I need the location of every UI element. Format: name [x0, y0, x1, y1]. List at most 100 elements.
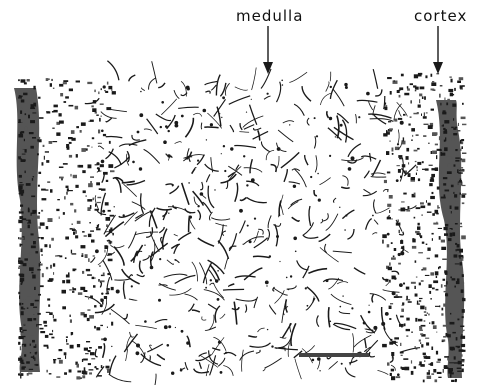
medulla-fiber [338, 310, 351, 315]
medulla-fiber [163, 273, 188, 278]
medulla-fiber [234, 144, 257, 149]
cortex-speck [30, 303, 34, 306]
medulla-fiber [146, 118, 159, 135]
cortex-speck [431, 346, 434, 350]
cortex-speck [75, 184, 79, 188]
medulla-fiber [372, 68, 379, 89]
medulla-fiber [205, 90, 211, 94]
medulla-fiber [375, 89, 383, 97]
medulla-dot [163, 325, 168, 330]
cortex-speck [405, 156, 409, 160]
cortex-speck [421, 241, 425, 244]
cortex-speck [87, 274, 92, 276]
cortex-speck [69, 314, 71, 317]
cortex-speck [27, 207, 30, 210]
cortex-speck [388, 195, 393, 199]
cortex-speck [38, 293, 41, 296]
cortex-speck [419, 361, 422, 365]
cortex-speck [68, 88, 73, 92]
cortex-speck [451, 171, 456, 176]
medulla-dot [396, 143, 400, 146]
cortex-speck [430, 108, 434, 111]
medulla-fiber [96, 209, 107, 216]
cortex-speck [48, 304, 51, 307]
cortex-speck [68, 104, 74, 107]
cortex-speck [426, 375, 432, 379]
cortex-speck [460, 325, 465, 327]
cortex-speck [19, 243, 21, 247]
cortex-speck [416, 169, 418, 171]
medulla-dot [395, 179, 399, 183]
medulla-fiber [204, 80, 218, 86]
cortex-speck [424, 96, 426, 100]
cortex-speck [416, 231, 420, 235]
cortex-speck [454, 223, 458, 225]
cortex-speck [433, 280, 439, 284]
cortex-speck [428, 369, 430, 373]
cortex-speck [72, 174, 77, 179]
cortex-speck [30, 107, 36, 110]
cortex-speck [22, 263, 27, 267]
cortex-speck [25, 183, 31, 186]
cortex-speck [431, 168, 436, 171]
cortex-speck [460, 222, 462, 225]
cortex-speck [47, 298, 51, 301]
cortex-speck [461, 235, 466, 240]
cortex-speck [394, 118, 398, 122]
cortex-speck [100, 365, 103, 368]
cortex-speck [70, 202, 74, 206]
cortex-speck [419, 326, 423, 330]
cortex-speck [391, 218, 393, 220]
medulla-fiber [106, 60, 120, 81]
cortex-speck [455, 249, 457, 252]
medulla-fiber [353, 267, 366, 275]
cortex-speck [73, 231, 76, 235]
cortex-speck [400, 315, 404, 318]
cortex-speck [83, 235, 87, 237]
cortex-speck [104, 90, 106, 92]
medulla-fiber [184, 361, 189, 371]
medulla-dot [144, 244, 146, 246]
cortex-speck [86, 341, 91, 343]
medulla-fiber [97, 245, 109, 266]
cortex-speck [392, 255, 395, 258]
cortex-speck [26, 148, 29, 152]
medulla-fiber [102, 259, 113, 281]
medulla-dot [197, 205, 200, 208]
cortex-speck [443, 127, 446, 131]
medulla-fiber [332, 197, 337, 203]
medulla-fiber [234, 182, 239, 202]
medulla-fiber [287, 342, 290, 357]
medulla-fiber [260, 141, 271, 153]
cortex-speck [454, 194, 458, 198]
medulla-dot [216, 298, 220, 301]
medulla-dot [317, 198, 321, 202]
medulla-fiber [249, 342, 271, 348]
cortex-speck [407, 173, 411, 177]
cortex-speck [21, 366, 25, 370]
cortex-speck [26, 79, 30, 82]
cortex-speck [385, 278, 389, 282]
cortex-speck [449, 76, 452, 78]
medulla-fiber [229, 124, 235, 133]
cortex-speck [451, 156, 453, 160]
medulla-dot [253, 217, 257, 220]
cortex-speck [71, 253, 77, 255]
cortex-speck [418, 339, 421, 342]
cortex-speck [449, 92, 453, 97]
cortex-speck [430, 73, 433, 77]
cortex-speck [450, 209, 454, 212]
medulla-fiber [302, 265, 310, 279]
cortex-speck [455, 149, 458, 152]
medulla-fiber [228, 245, 237, 250]
medulla-fiber [363, 346, 371, 353]
medulla-dot [167, 129, 170, 133]
cortex-speck [110, 286, 114, 291]
cortex-speck [436, 361, 441, 363]
cortex-speck [416, 300, 419, 304]
medulla-fiber [123, 183, 137, 197]
cortex-speck [436, 73, 440, 75]
medulla-fiber [224, 82, 230, 96]
cortex-speck [51, 237, 54, 241]
cortex-speck [456, 244, 460, 248]
